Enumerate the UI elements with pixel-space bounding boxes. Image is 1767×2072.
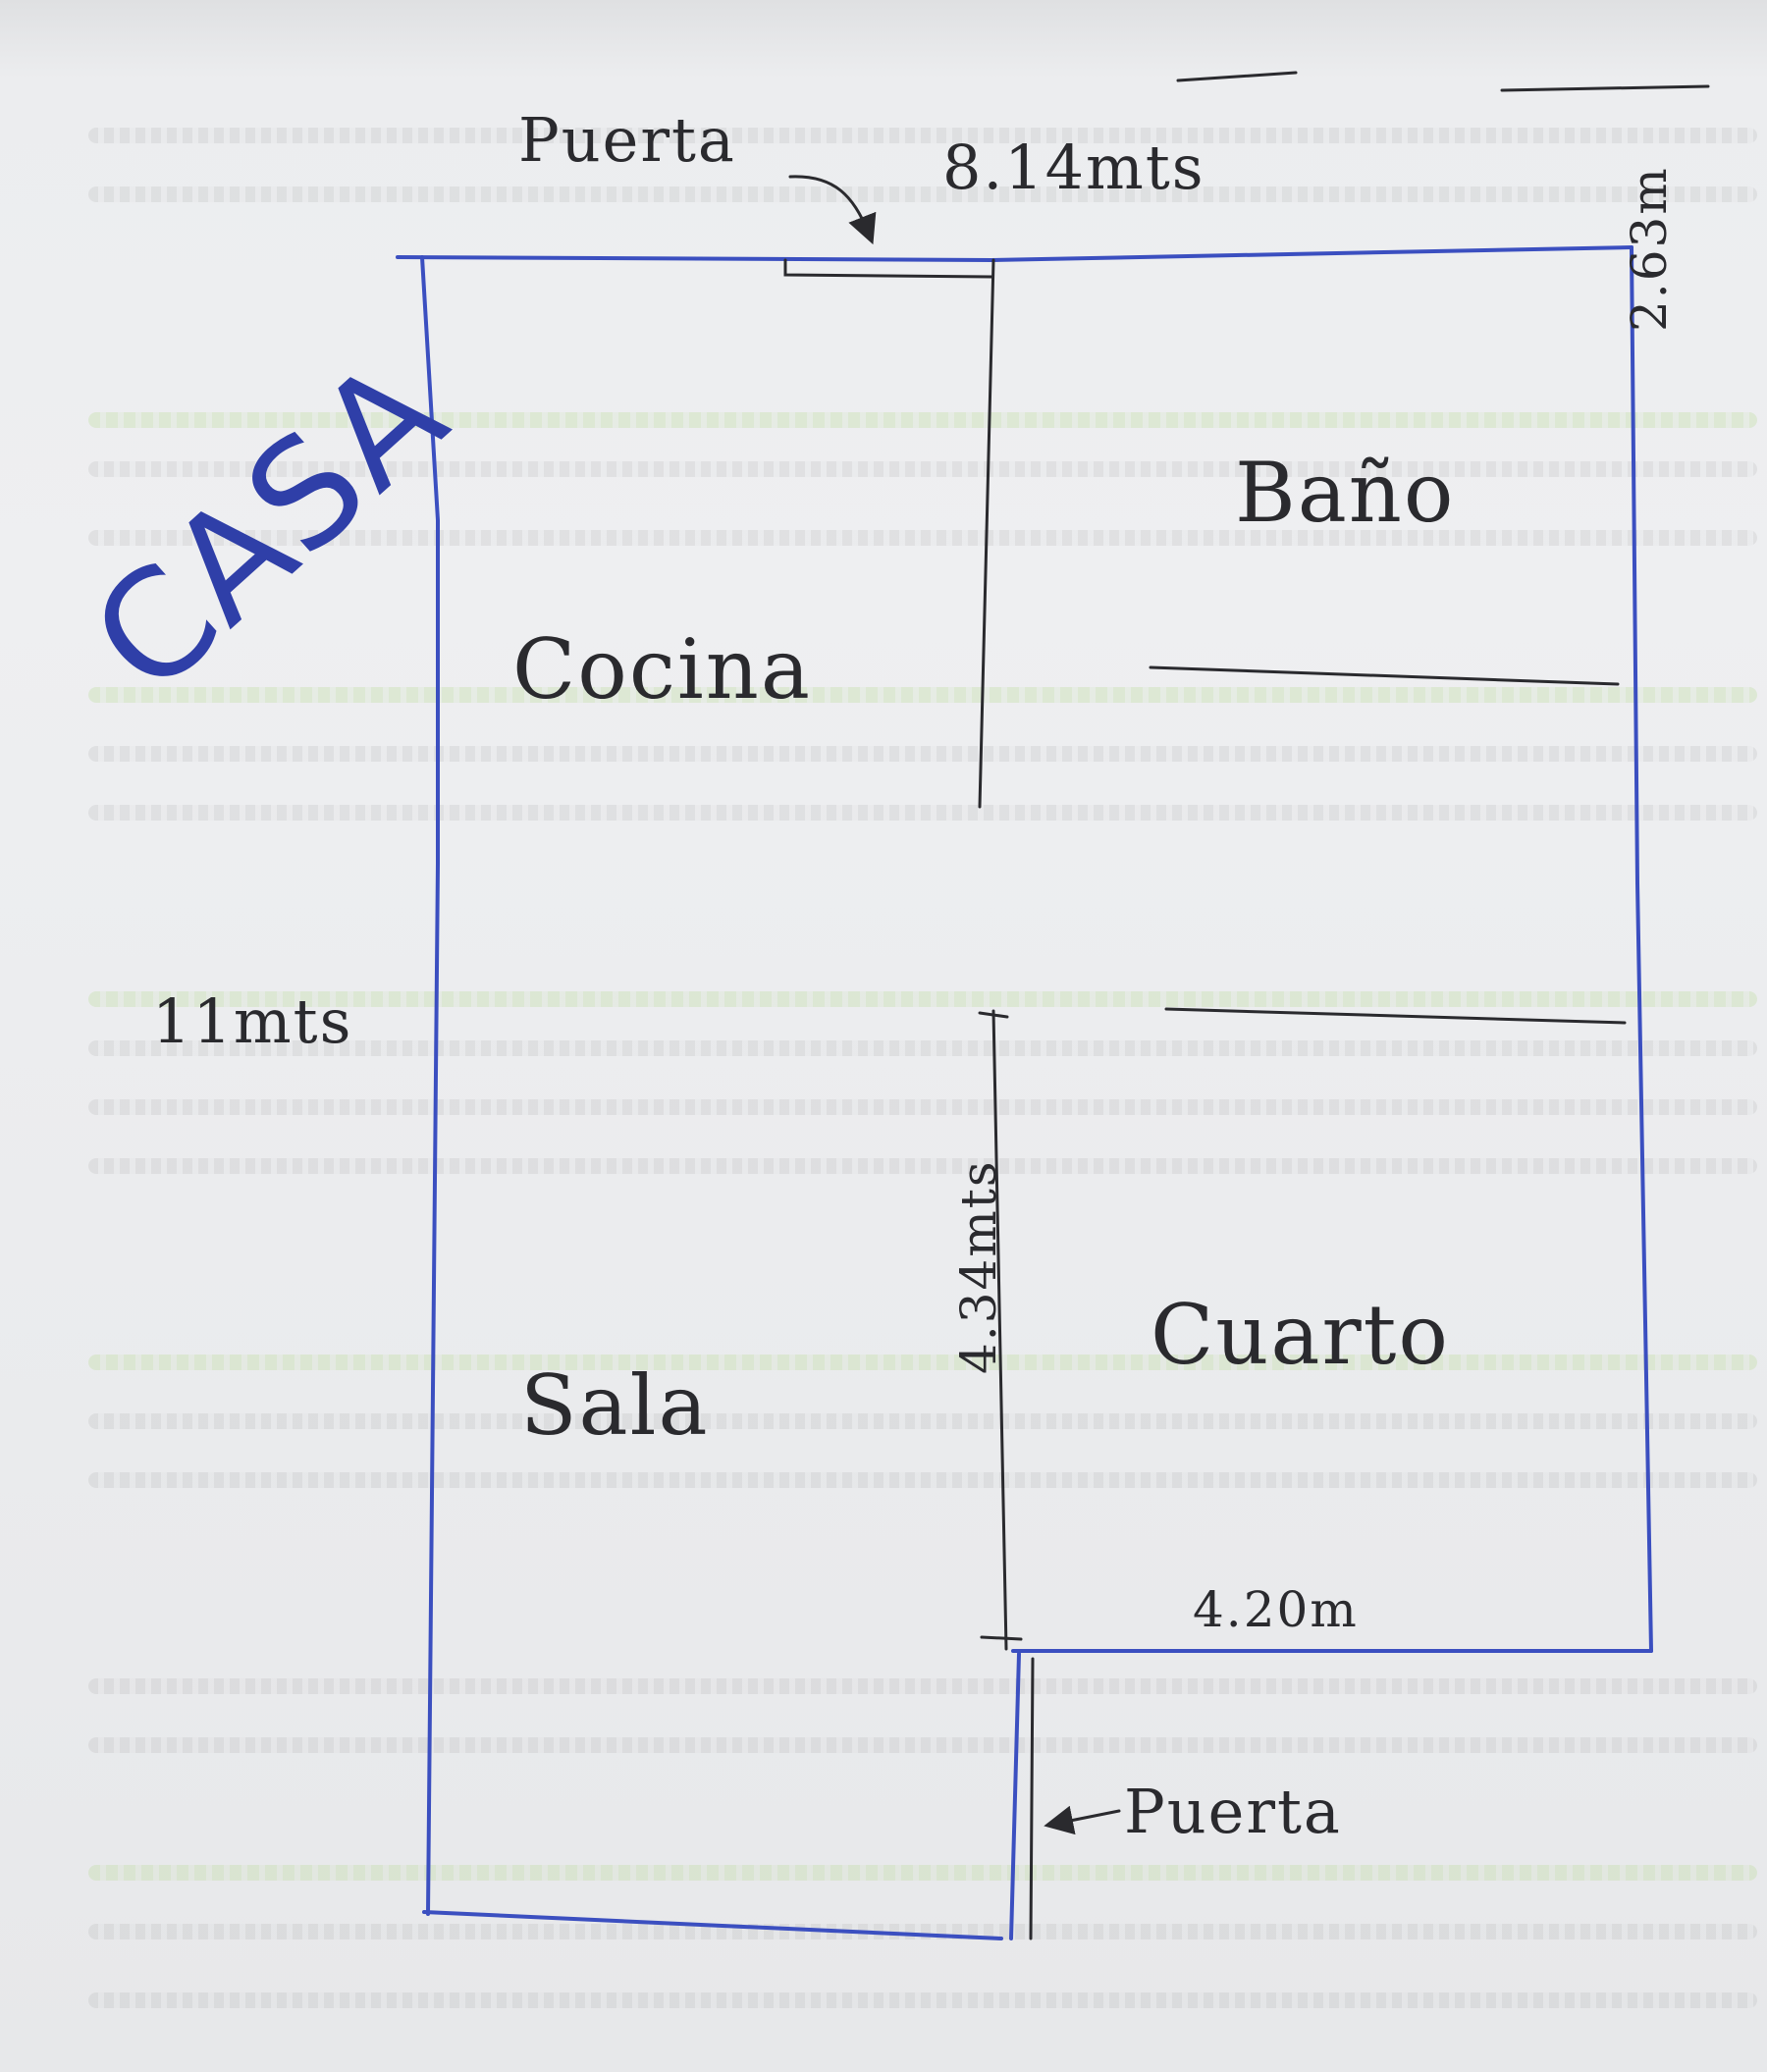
bleed-through-text bbox=[88, 530, 1757, 546]
cuarto-left-line bbox=[991, 1009, 1008, 1651]
room-label-cuarto: Cuarto bbox=[1151, 1287, 1450, 1383]
bleed-through-text bbox=[88, 1040, 1757, 1056]
dimension-height-left: 11mts bbox=[152, 985, 353, 1057]
bleed-through-text bbox=[88, 1678, 1757, 1694]
room-label-bano: Baño bbox=[1235, 445, 1456, 541]
cuarto-left-tick-top bbox=[978, 1011, 1009, 1019]
bottom-door-jamb bbox=[1009, 1652, 1021, 1940]
top-door-arrow bbox=[788, 175, 877, 245]
door-label-top: Puerta bbox=[518, 104, 736, 176]
dimension-bano-height: 2.63m bbox=[1621, 166, 1678, 332]
bleed-through-text bbox=[88, 461, 1757, 477]
left-wall bbox=[420, 255, 440, 1916]
top-door-swing bbox=[783, 258, 993, 279]
bano-divider-line bbox=[1149, 665, 1620, 686]
door-label-bottom: Puerta bbox=[1124, 1776, 1342, 1847]
bleed-through-text bbox=[88, 746, 1757, 762]
bleed-through-text bbox=[88, 687, 1757, 703]
bottom-wall bbox=[422, 1910, 1003, 1940]
header-scribble bbox=[1176, 71, 1710, 92]
bleed-through-text bbox=[88, 1413, 1757, 1429]
bottom-door-inner bbox=[1029, 1657, 1035, 1940]
bleed-through-text bbox=[88, 1992, 1757, 2008]
bleed-through-text bbox=[88, 128, 1757, 143]
bleed-through-text bbox=[88, 991, 1757, 1007]
room-label-cocina: Cocina bbox=[512, 621, 812, 717]
cuarto-top-line bbox=[1164, 1007, 1627, 1025]
bleed-through-text bbox=[88, 1355, 1757, 1370]
right-wall bbox=[1630, 245, 1653, 1653]
bleed-through-text bbox=[88, 1737, 1757, 1753]
room-label-sala: Sala bbox=[520, 1357, 710, 1454]
bleed-through-text bbox=[88, 805, 1757, 821]
dimension-cuarto-height: 4.34mts bbox=[950, 1159, 1007, 1375]
bottom-door-arrow bbox=[1044, 1805, 1121, 1835]
bleed-through-text bbox=[88, 1472, 1757, 1488]
dimension-cuarto-width: 4.20m bbox=[1193, 1581, 1359, 1638]
top-wall bbox=[396, 245, 1633, 263]
bleed-through-text bbox=[88, 1158, 1757, 1174]
bleed-through-text bbox=[88, 1865, 1757, 1881]
cocina-bano-divider bbox=[978, 258, 995, 809]
bleed-through-text bbox=[88, 1924, 1757, 1939]
bleed-through-text bbox=[88, 412, 1757, 428]
bleed-through-text bbox=[88, 1099, 1757, 1115]
bleed-through-text bbox=[88, 186, 1757, 202]
cuarto-left-tick-bottom bbox=[980, 1635, 1023, 1641]
dimension-width-top: 8.14mts bbox=[942, 132, 1205, 203]
